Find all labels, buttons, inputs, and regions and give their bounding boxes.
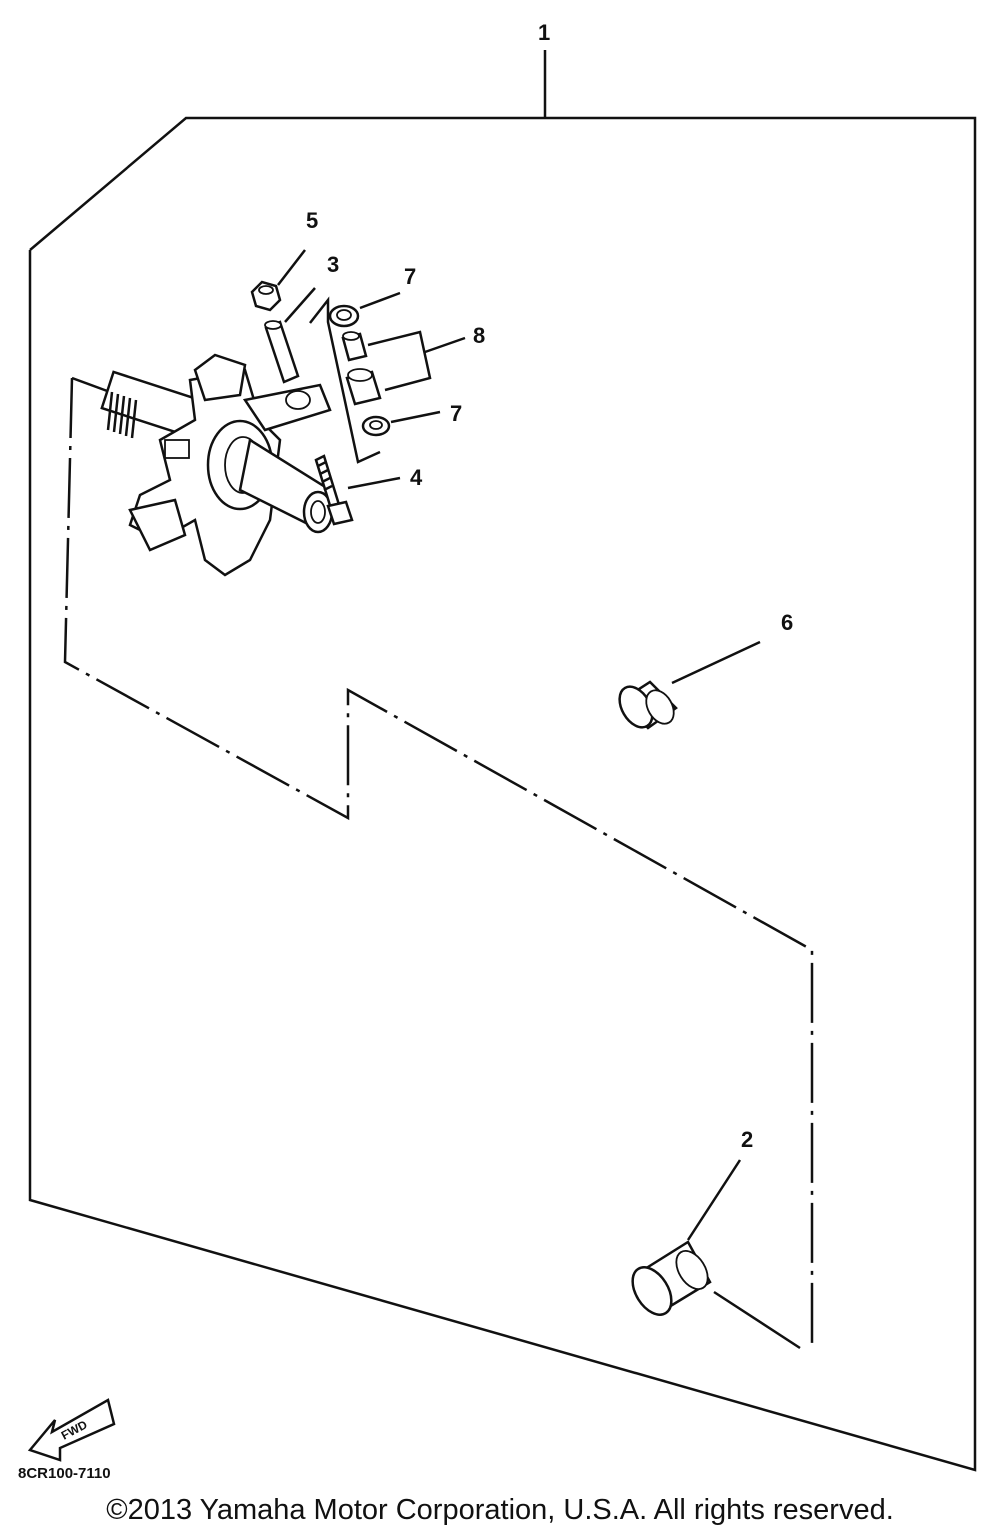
callout-7-upper: 7 — [404, 264, 416, 289]
group-bracket — [309, 296, 381, 464]
callout-5: 5 — [306, 208, 318, 233]
part-8-bushings — [341, 330, 466, 406]
diagram-code: 8CR100-7110 — [18, 1465, 111, 1482]
fwd-arrow-icon: FWD — [27, 1398, 116, 1462]
steering-assembly — [100, 353, 334, 577]
part-5-nut — [250, 249, 306, 312]
callout-8: 8 — [473, 323, 485, 348]
part-2-seal — [631, 1159, 801, 1350]
part-4-bolt — [314, 454, 401, 526]
callout-6: 6 — [781, 610, 793, 635]
copyright-notice: ©2013 Yamaha Motor Corporation, U.S.A. A… — [106, 1494, 894, 1526]
part-7-washer-upper — [328, 291, 401, 328]
inner-outline — [63, 376, 814, 1350]
callout-4: 4 — [410, 465, 423, 490]
part-3-pin — [264, 287, 316, 384]
callout-3: 3 — [327, 252, 339, 277]
callout-2: 2 — [741, 1127, 753, 1152]
part-6-bushing — [618, 640, 761, 730]
callout-7-lower: 7 — [450, 401, 462, 426]
kit-outline — [28, 50, 977, 1472]
part-7-washer-lower — [361, 410, 441, 437]
callout-1: 1 — [538, 20, 550, 45]
